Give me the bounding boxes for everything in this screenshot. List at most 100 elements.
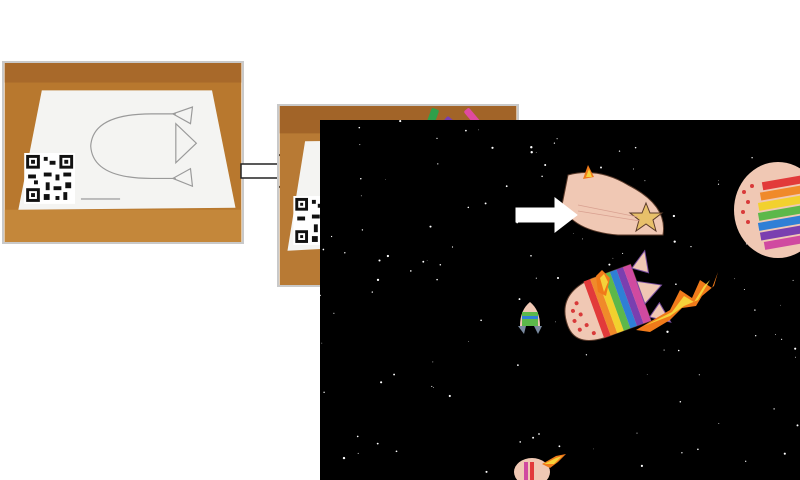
rocket-icon (514, 454, 566, 480)
star (582, 238, 584, 240)
star (380, 381, 383, 384)
star (754, 309, 756, 311)
star (426, 260, 428, 261)
star (399, 120, 402, 123)
star (480, 319, 482, 322)
star (773, 408, 775, 410)
star-icon (628, 201, 664, 233)
star (439, 263, 442, 266)
star (636, 432, 638, 434)
star (451, 246, 454, 248)
star (796, 424, 799, 427)
star (608, 263, 611, 266)
star (467, 206, 470, 209)
star (322, 248, 325, 251)
star (751, 157, 753, 159)
star (572, 233, 574, 234)
star (775, 333, 776, 335)
star (485, 470, 488, 473)
star (783, 452, 786, 455)
star (530, 255, 532, 257)
star (491, 146, 494, 149)
star (535, 277, 537, 279)
star (465, 129, 467, 132)
star (640, 464, 643, 467)
star (697, 448, 699, 451)
photo-blank-template (2, 61, 244, 244)
space-scene (320, 120, 800, 480)
star (698, 374, 700, 376)
rocket-icon (518, 302, 542, 334)
star (359, 144, 361, 146)
star (371, 291, 373, 293)
stars (320, 120, 799, 473)
star (360, 195, 362, 197)
star (612, 257, 614, 259)
star (535, 152, 537, 153)
star (357, 452, 359, 454)
star (734, 278, 736, 280)
rocket-icon (564, 249, 672, 342)
star (393, 373, 396, 376)
star (330, 235, 333, 238)
star (745, 243, 747, 245)
star (593, 448, 595, 450)
star (646, 374, 648, 375)
star (672, 214, 676, 218)
star (360, 177, 362, 180)
star (553, 142, 556, 144)
star (745, 460, 747, 462)
star (385, 179, 386, 180)
star (755, 335, 757, 337)
star (718, 180, 720, 182)
star (422, 260, 425, 263)
star (585, 354, 588, 356)
star (433, 387, 435, 388)
arrow-right-icon (515, 196, 578, 234)
star (437, 163, 439, 165)
star (517, 364, 519, 366)
star (386, 254, 390, 258)
star (600, 166, 602, 169)
star (376, 278, 380, 282)
star (555, 321, 556, 323)
space-scene-image (320, 120, 800, 480)
flame (596, 270, 718, 332)
star (541, 175, 543, 178)
rocket-icon (734, 162, 800, 258)
star (544, 163, 547, 167)
star (673, 240, 676, 243)
star (431, 385, 433, 387)
star (618, 150, 621, 152)
star (538, 433, 540, 435)
star (436, 278, 438, 281)
star (436, 137, 438, 140)
rocket-icon (561, 165, 665, 236)
star (663, 349, 665, 351)
star (681, 452, 683, 454)
star (342, 456, 346, 460)
star (376, 442, 379, 445)
rocket-outline (90, 113, 176, 180)
star (333, 312, 335, 314)
star (556, 138, 558, 140)
star (505, 185, 508, 188)
star (518, 298, 521, 301)
star (781, 338, 783, 340)
star (448, 394, 451, 398)
star (358, 126, 361, 129)
star (530, 146, 533, 149)
star (780, 304, 781, 306)
star (794, 356, 796, 358)
star (530, 151, 533, 154)
star (718, 423, 720, 425)
star (410, 270, 412, 272)
star (644, 180, 646, 182)
star (395, 450, 398, 453)
qr-code-icon (24, 152, 76, 204)
star (478, 129, 480, 131)
star (468, 341, 470, 342)
star (321, 342, 323, 344)
star (794, 347, 797, 350)
star (556, 276, 560, 280)
